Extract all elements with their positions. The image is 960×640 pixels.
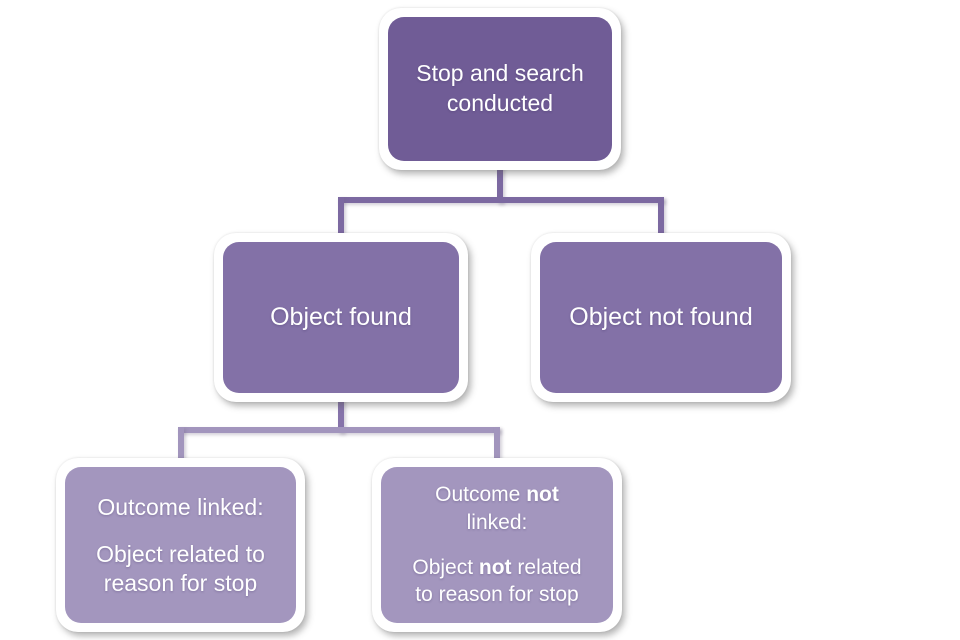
node-box: Object not found xyxy=(540,242,782,393)
node-box: Outcome not linked:Object not related to… xyxy=(381,467,613,623)
node-outcome-linked: Outcome linked:Object related to reason … xyxy=(56,458,305,632)
node-object-found: Object found xyxy=(214,233,468,402)
node-label: Stop and search conducted xyxy=(416,60,584,116)
node-label: Outcome not linked:Object not related to… xyxy=(412,483,582,607)
connector-to-outcome-linked xyxy=(178,427,184,466)
connector-to-object-found xyxy=(338,197,344,240)
node-label: Object not found xyxy=(569,303,753,332)
node-outcome-not-linked: Outcome not linked:Object not related to… xyxy=(372,458,622,632)
connector-root-stub xyxy=(497,164,503,203)
connector-to-object-not-found xyxy=(658,197,664,240)
node-box: Object found xyxy=(223,242,459,393)
node-box: Outcome linked:Object related to reason … xyxy=(65,467,296,623)
connector-to-outcome-not-linked xyxy=(494,427,500,466)
connector-level1-horizontal xyxy=(338,197,664,203)
connector-level2-horizontal xyxy=(178,427,500,433)
node-box: Stop and search conducted xyxy=(388,17,612,161)
node-stop-and-search-conducted: Stop and search conducted xyxy=(379,8,621,170)
node-label: Outcome linked:Object related to reason … xyxy=(96,494,265,596)
connector-object-found-stub xyxy=(338,398,344,433)
node-label: Object found xyxy=(270,303,412,332)
node-object-not-found: Object not found xyxy=(531,233,791,402)
